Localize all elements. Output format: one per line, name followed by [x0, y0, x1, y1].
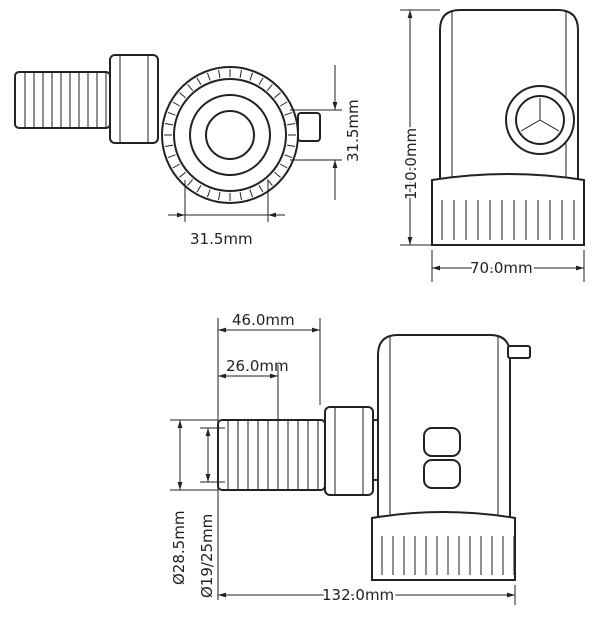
intake-slot [164, 123, 173, 126]
intake-slot [249, 72, 254, 81]
width-label: 70.0mm [470, 259, 533, 277]
top-view: 31.5mm 31.5mm [14, 54, 362, 248]
pump-housing-top [161, 66, 299, 204]
outlet-length-label: 46.0mm [232, 311, 295, 329]
total-length-label: 132.0mm [322, 586, 394, 604]
intake-slot [249, 189, 254, 198]
front-view: 46.0mm 26.0mm Ø28.5mm Ø19/25mm 132.0mm [170, 311, 531, 607]
switch-lower [423, 459, 461, 489]
intake-slot [172, 101, 181, 107]
intake-slot [179, 171, 186, 178]
hose-length-label: 26.0mm [226, 357, 289, 375]
intake-slot [274, 171, 281, 178]
intake-slot [287, 123, 296, 126]
intake-slot [258, 184, 264, 193]
intake-slot [172, 163, 181, 169]
intake-slot [284, 154, 293, 159]
hose-nut [109, 54, 159, 144]
top-width-label: 31.5mm [190, 230, 253, 248]
intake-slot [167, 154, 176, 159]
intake-slot [196, 184, 202, 193]
intake-slot [239, 69, 242, 78]
top-outlet-label: 31.5mm [344, 99, 362, 162]
intake-slot [167, 111, 176, 116]
intake-slot [266, 84, 273, 91]
intake-slot [187, 84, 194, 91]
intake-slot [187, 179, 194, 186]
outlet-nipple-front [507, 345, 531, 359]
intake-slot [179, 92, 186, 99]
intake-slot [239, 192, 242, 201]
intake-slot [218, 69, 221, 78]
intake-slot [164, 144, 173, 147]
intake-slot [274, 92, 281, 99]
intake-slot [218, 192, 221, 201]
intake-slot [206, 72, 211, 81]
outer-diameter-label: Ø28.5mm [170, 511, 188, 585]
intake-slot [196, 77, 202, 86]
switch-upper [423, 427, 461, 457]
strainer-base-front [371, 511, 516, 581]
pump-body-front [377, 334, 511, 519]
hose-nut-front [324, 406, 374, 496]
inner-diameter-label: Ø19/25mm [198, 514, 216, 598]
intake-slot [279, 101, 288, 107]
intake-slot [206, 189, 211, 198]
intake-slot [258, 77, 264, 86]
hose-barb-front [217, 419, 326, 491]
outlet-nipple [297, 112, 321, 142]
intake-slot [284, 111, 293, 116]
hose-barb [14, 71, 111, 129]
intake-slot [287, 144, 296, 147]
height-label: 110.0mm [402, 128, 420, 200]
side-view: 110.0mm 70.0mm [400, 9, 585, 282]
intake-slot [279, 163, 288, 169]
strainer-base [431, 173, 585, 246]
